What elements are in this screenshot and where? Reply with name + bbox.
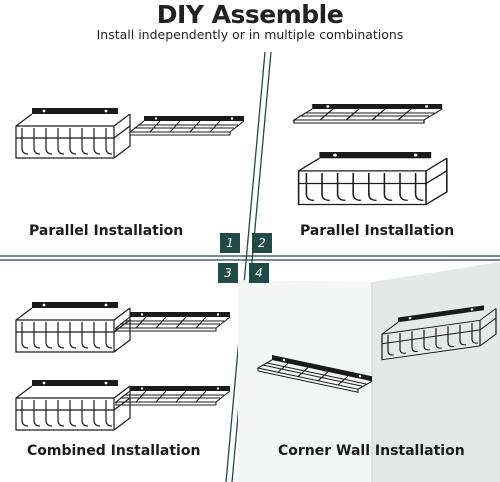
page-subtitle: Install independently or in multiple com… bbox=[96, 27, 404, 42]
panel-number-3: 3 bbox=[224, 266, 232, 280]
wire-shelf-icon bbox=[129, 115, 245, 136]
panel-number-1: 1 bbox=[226, 236, 234, 250]
panel-caption-1: Parallel Installation bbox=[29, 223, 184, 239]
panel-number-badge-2: 2 bbox=[252, 233, 272, 253]
wire-rack-icon bbox=[15, 107, 131, 159]
panel-caption-3: Combined Installation bbox=[27, 443, 201, 459]
panel-number-badge-1: 1 bbox=[220, 233, 240, 253]
wire-rack-icon bbox=[15, 379, 131, 431]
page-title: DIY Assemble bbox=[156, 0, 344, 29]
panel-number-badge-4: 4 bbox=[249, 263, 269, 283]
panel-number-2: 2 bbox=[258, 236, 266, 250]
wire-shelf-icon bbox=[293, 103, 443, 124]
wire-shelf-icon bbox=[115, 311, 231, 332]
panel-caption-2: Parallel Installation bbox=[300, 223, 455, 239]
wire-rack-icon bbox=[297, 151, 448, 206]
panel-number-4: 4 bbox=[255, 266, 263, 280]
panel-caption-4: Corner Wall Installation bbox=[278, 443, 465, 459]
panel-number-badge-3: 3 bbox=[218, 263, 238, 283]
wire-shelf-icon bbox=[115, 385, 231, 406]
wire-rack-icon bbox=[15, 301, 131, 353]
